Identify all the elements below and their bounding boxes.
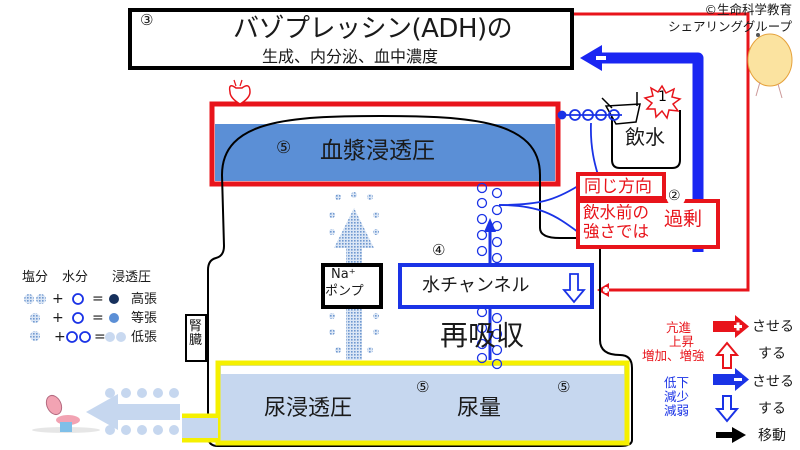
key-increase-word-2: 上昇 [669, 334, 695, 349]
legend-plus: + [52, 310, 64, 326]
drinking-group [601, 84, 682, 169]
water-channel-decrease-icon [562, 273, 586, 304]
copyright-line-1: ©生命科学教育 [704, 2, 792, 17]
title-box [128, 8, 574, 70]
step-number-2: ② [668, 188, 681, 204]
water-channel-label: 水チャンネル [422, 275, 530, 296]
urine-step-number-b: ⑤ [557, 378, 571, 396]
legend-hypertonic: 高張 [131, 292, 158, 307]
urine-osmolality-label: 尿浸透圧 [264, 396, 353, 421]
key-cause-increase: させる [752, 319, 794, 335]
step-number-3: ③ [140, 11, 154, 29]
urine-box [215, 360, 630, 446]
legend-equals: = [94, 329, 106, 345]
key-decrease-word-2: 減少 [664, 389, 690, 404]
key-symbols [713, 315, 749, 443]
kidney-outline [207, 114, 633, 447]
outflow-arrow [86, 388, 180, 435]
legend-equals: = [92, 310, 104, 326]
blue-decrease-arrow [580, 45, 704, 252]
red-up-arrow-icon [714, 341, 740, 369]
key-self-increase: する [758, 346, 786, 362]
event-number-1: 1 [658, 89, 667, 105]
legend-isotonic: 等張 [131, 311, 158, 326]
na-pump-label-2: ポンプ [325, 284, 364, 299]
step-number-4: ④ [432, 241, 446, 259]
legend-hypotonic: 低張 [131, 330, 158, 345]
callout-connectors [498, 185, 579, 233]
blue-down-arrow-icon [714, 395, 740, 423]
key-movement: 移動 [758, 428, 786, 444]
plasma-osmolality-label: 血漿浸透圧 [320, 138, 435, 164]
plasma-fill [215, 124, 555, 181]
burst-icon [643, 84, 682, 120]
water-chain [557, 109, 622, 176]
kidney-tag [185, 314, 207, 362]
water-molecules [476, 182, 503, 370]
toilet-icon [32, 394, 100, 433]
kidney-label: 腎臓 [189, 319, 203, 349]
cup-icon [601, 92, 641, 125]
legend-equals: = [92, 291, 104, 307]
drinking-label: 飲水 [625, 125, 665, 149]
legend-header-water: 水分 [62, 270, 89, 285]
legend-header-osmolality: 浸透圧 [112, 270, 152, 285]
key-increase-word-3: 増加、増強 [642, 348, 705, 363]
key-increase-word-1: 亢進 [666, 320, 692, 335]
excess-label: 過剰 [664, 208, 703, 230]
na-pump-label-1: Na⁺ [331, 267, 356, 282]
key-cause-decrease: させる [752, 374, 794, 390]
legend-plus: + [54, 329, 66, 345]
legend-header-salt: 塩分 [22, 270, 49, 285]
copyright-line-2: シェアリンググループ [667, 19, 792, 34]
same-direction-box [576, 172, 666, 200]
urine-volume-label: 尿量 [457, 396, 502, 421]
feedback-line [574, 12, 750, 297]
same-direction-label: 同じ方向 [584, 177, 652, 197]
legend-plus: + [52, 291, 64, 307]
water-channel-box [398, 263, 594, 309]
key-decrease-word-1: 低下 [664, 375, 690, 390]
legend-symbols [24, 293, 126, 343]
urine-step-number-a: ⑤ [416, 378, 430, 396]
red-right-plus-arrow-icon [713, 315, 749, 338]
key-decrease-word-3: 減弱 [664, 403, 690, 418]
excess-box [576, 199, 720, 249]
reabsorption-label: 再吸収 [440, 319, 525, 352]
black-move-arrow-icon [716, 427, 746, 443]
plasma-step-number: ⑤ [276, 138, 292, 158]
page-title: バゾプレッシン(ADH)の [233, 14, 513, 44]
heart-icon [228, 79, 251, 105]
blue-right-minus-arrow-icon [713, 368, 749, 391]
page-subtitle: 生成、内分泌、血中濃度 [262, 47, 439, 66]
key-self-decrease: する [758, 401, 786, 417]
before-drinking-line-1: 飲水前の [583, 203, 649, 222]
na-pump-box [321, 263, 383, 309]
before-drinking-line-2: 強さでは [583, 222, 649, 241]
chick-icon [747, 33, 793, 99]
